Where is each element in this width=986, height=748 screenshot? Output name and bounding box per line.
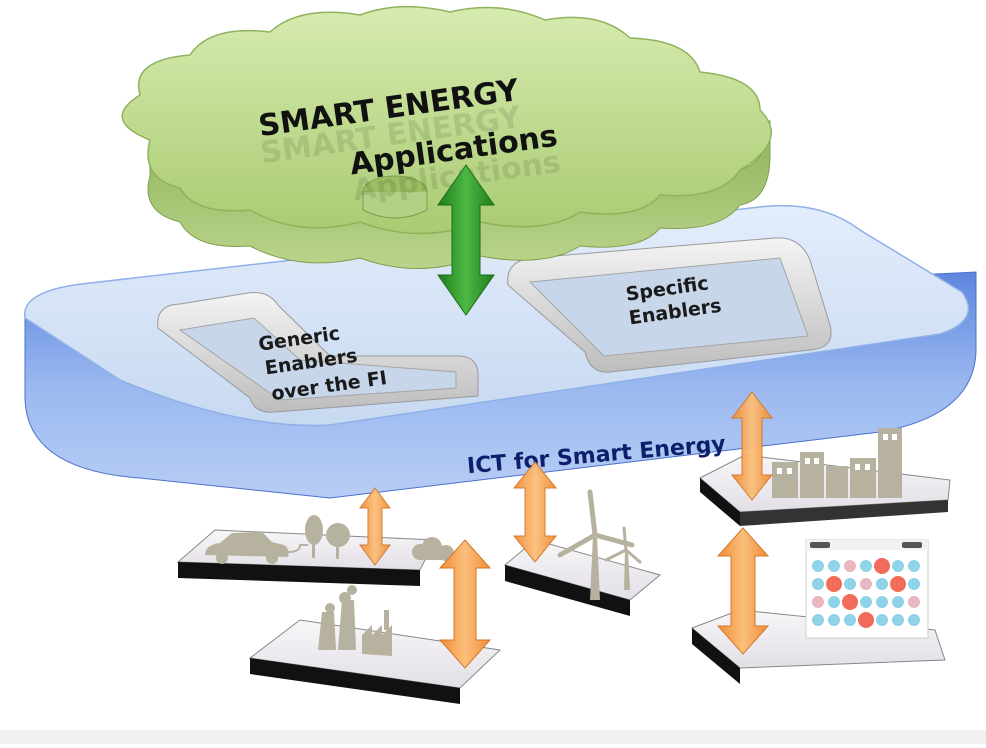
calendar-day-dot	[826, 576, 842, 592]
calendar-day-dot	[828, 560, 840, 572]
calendar-day-dot	[908, 596, 920, 608]
transport-arrow	[359, 487, 391, 566]
calendar-day-dot	[860, 560, 872, 572]
orange-arrows	[359, 391, 774, 669]
car-icon	[205, 532, 308, 564]
tree-icon	[305, 515, 350, 559]
tile-wind	[503, 489, 662, 616]
factory-icon	[318, 585, 392, 656]
calendar-arrow	[716, 527, 770, 655]
tile-industry	[248, 585, 502, 704]
wind-arrow	[512, 461, 558, 563]
calendar-day-dot	[828, 596, 840, 608]
calendar-day-dot	[908, 578, 920, 590]
calendar-day-dot	[860, 596, 872, 608]
calendar-day-dot	[874, 558, 890, 574]
cloud-platform-arrow	[437, 164, 495, 316]
industry-arrow	[438, 539, 492, 669]
calendar-day-dot	[908, 560, 920, 572]
calendar-icon	[805, 539, 929, 639]
calendar-day-dot	[812, 560, 824, 572]
calendar-day-dot	[890, 576, 906, 592]
city-buildings-icon	[772, 428, 902, 498]
calendar-day-dot	[892, 596, 904, 608]
calendar-day-dot	[828, 614, 840, 626]
calendar-day-dot	[812, 578, 824, 590]
wind-turbine-icon	[557, 489, 642, 600]
calendar-day-dot	[876, 614, 888, 626]
cloud-top	[121, 5, 772, 235]
calendar-day-dot	[812, 614, 824, 626]
specific-enablers-box: Specific Enablers	[507, 237, 832, 373]
calendar-day-dot	[876, 578, 888, 590]
calendar-day-dot	[892, 560, 904, 572]
cloud-hole-wall	[362, 192, 428, 219]
calendar-day-dot	[844, 614, 856, 626]
calendar-day-dot	[812, 596, 824, 608]
calendar-day-dot	[844, 560, 856, 572]
calendar-day-dot	[908, 614, 920, 626]
calendar-day-dot	[860, 578, 872, 590]
calendar-day-dot	[844, 578, 856, 590]
calendar-day-dot	[876, 596, 888, 608]
calendar-day-dot	[892, 614, 904, 626]
tile-calendar	[691, 539, 946, 684]
calendar-day-dot	[858, 612, 874, 628]
smart-energy-cloud: SMART ENERGY SMART ENERGY Applications A…	[121, 5, 772, 269]
generic-enablers-box: Generic Enablers over the FI	[157, 292, 479, 413]
bottom-strip	[0, 730, 986, 744]
tile-transport	[176, 515, 454, 586]
calendar-day-dot	[842, 594, 858, 610]
city-arrow	[730, 391, 774, 501]
